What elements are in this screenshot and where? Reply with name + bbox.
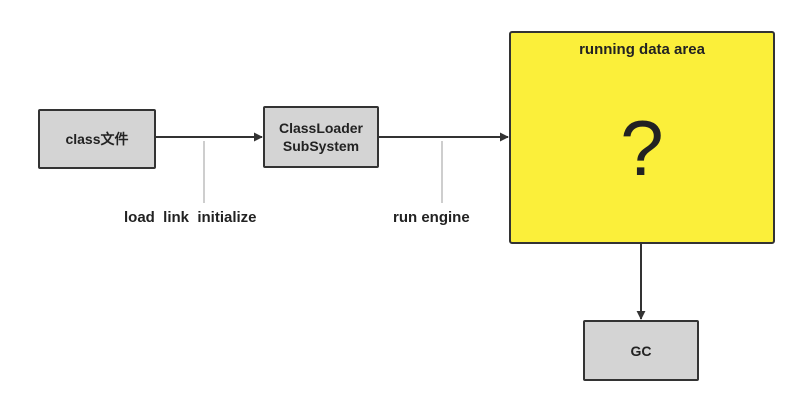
classloader-subsystem-node: ClassLoader SubSystem (263, 106, 379, 168)
load-link-initialize-label: load link initialize (124, 209, 257, 226)
question-mark-placeholder: ? (620, 104, 664, 192)
gc-label: GC (630, 342, 652, 359)
running-data-area-title: running data area (579, 41, 705, 58)
class-file-node: class文件 (38, 109, 156, 169)
gc-node: GC (583, 320, 699, 381)
run-engine-label: run engine (393, 209, 470, 226)
class-file-label: class文件 (65, 131, 129, 147)
running-data-area-node: running data area ? (509, 31, 775, 244)
classloader-label-line1: ClassLoader (278, 120, 364, 136)
classloader-label-line2: SubSystem (282, 138, 360, 154)
